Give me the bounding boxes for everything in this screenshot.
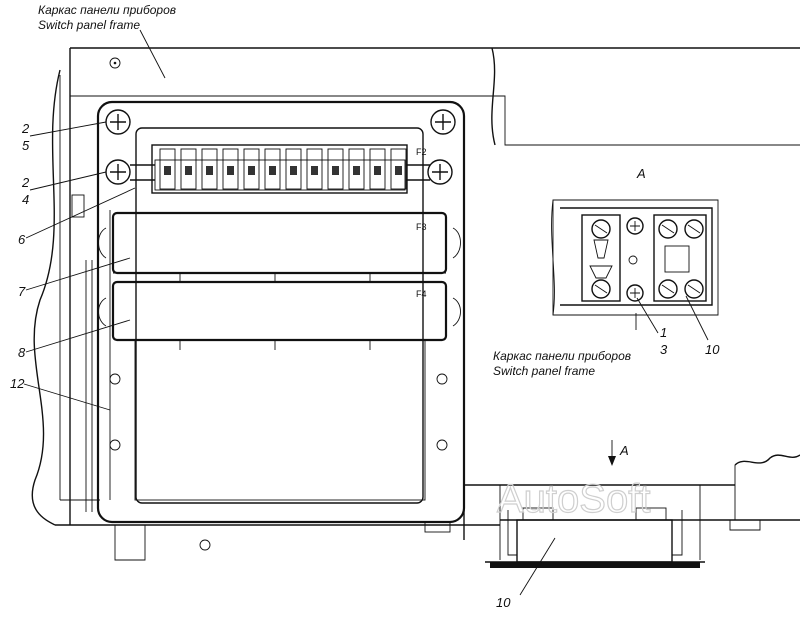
fuse-slot — [180, 148, 197, 190]
mounting-plate — [71, 100, 466, 561]
frame-caption-top-en: Switch panel frame — [38, 18, 140, 32]
view-arrow-label: A — [619, 443, 629, 458]
fuse-slot-contact — [206, 166, 213, 175]
callout-10-detail: 10 — [705, 342, 720, 357]
screw-top-right — [430, 109, 456, 135]
screw-right — [427, 159, 453, 185]
fuse-slots — [159, 148, 407, 190]
callout-1: 1 — [660, 325, 667, 340]
fuse-slot-contact — [269, 166, 276, 175]
callout-8: 8 — [18, 345, 26, 360]
frame-caption-leader — [139, 29, 166, 79]
fuse-slot-contact — [290, 166, 297, 175]
fuse-slot-contact — [248, 166, 255, 175]
watermark: AutoSoft — [497, 477, 650, 521]
fuse-slot — [327, 148, 344, 190]
fuse-slot — [390, 148, 407, 190]
left-callouts: 2 5 2 4 6 7 8 12 — [10, 121, 136, 411]
fuse-slot-contact — [185, 166, 192, 175]
detail-view-a — [551, 199, 719, 330]
fuse-block-f4: F4 — [98, 273, 461, 350]
frame-caption-top-ru: Каркас панели приборов — [38, 3, 176, 17]
fuse-slot — [306, 148, 323, 190]
screw-top-left — [105, 109, 131, 135]
fuse-slot — [369, 148, 386, 190]
callout-12: 12 — [10, 376, 25, 391]
callout-6: 6 — [18, 232, 26, 247]
frame-caption-detail-ru: Каркас панели приборов — [493, 349, 631, 363]
view-label-a: A — [636, 166, 646, 181]
fuse-slot — [243, 148, 260, 190]
switch-panel-frame — [31, 47, 800, 526]
fuse-slot-contact — [227, 166, 234, 175]
fuse-slot — [222, 148, 239, 190]
fuse-label-f3: F3 — [416, 222, 427, 232]
fuse-slot — [201, 148, 218, 190]
detail-callouts: 1 3 10 — [636, 295, 720, 357]
callout-2b: 2 — [21, 175, 30, 190]
fuse-slot — [285, 148, 302, 190]
callout-7: 7 — [18, 284, 26, 299]
callout-4: 4 — [22, 192, 29, 207]
fuse-slot — [264, 148, 281, 190]
screw-left — [105, 159, 131, 185]
view-arrow-a: A — [608, 440, 629, 466]
callout-5: 5 — [22, 138, 30, 153]
relay-bottom — [507, 507, 683, 596]
fuse-block-f2: F2 — [130, 144, 430, 194]
fuse-slot-contact — [374, 166, 381, 175]
fuse-slot-contact — [311, 166, 318, 175]
fuse-slot-contact — [164, 166, 171, 175]
callout-2a: 2 — [21, 121, 30, 136]
callout-10-bottom: 10 — [496, 595, 511, 610]
callout-3: 3 — [660, 342, 668, 357]
fuse-slot-contact — [395, 166, 402, 175]
fuse-slot — [159, 148, 176, 190]
fuse-block-f3: F3 — [98, 211, 461, 275]
fuse-slot — [348, 148, 365, 190]
fuse-slot-contact — [353, 166, 360, 175]
frame-caption-detail-en: Switch panel frame — [493, 364, 595, 378]
fuse-slot-contact — [332, 166, 339, 175]
fuse-label-f4: F4 — [416, 289, 427, 299]
fuse-label-f2: F2 — [416, 147, 427, 157]
